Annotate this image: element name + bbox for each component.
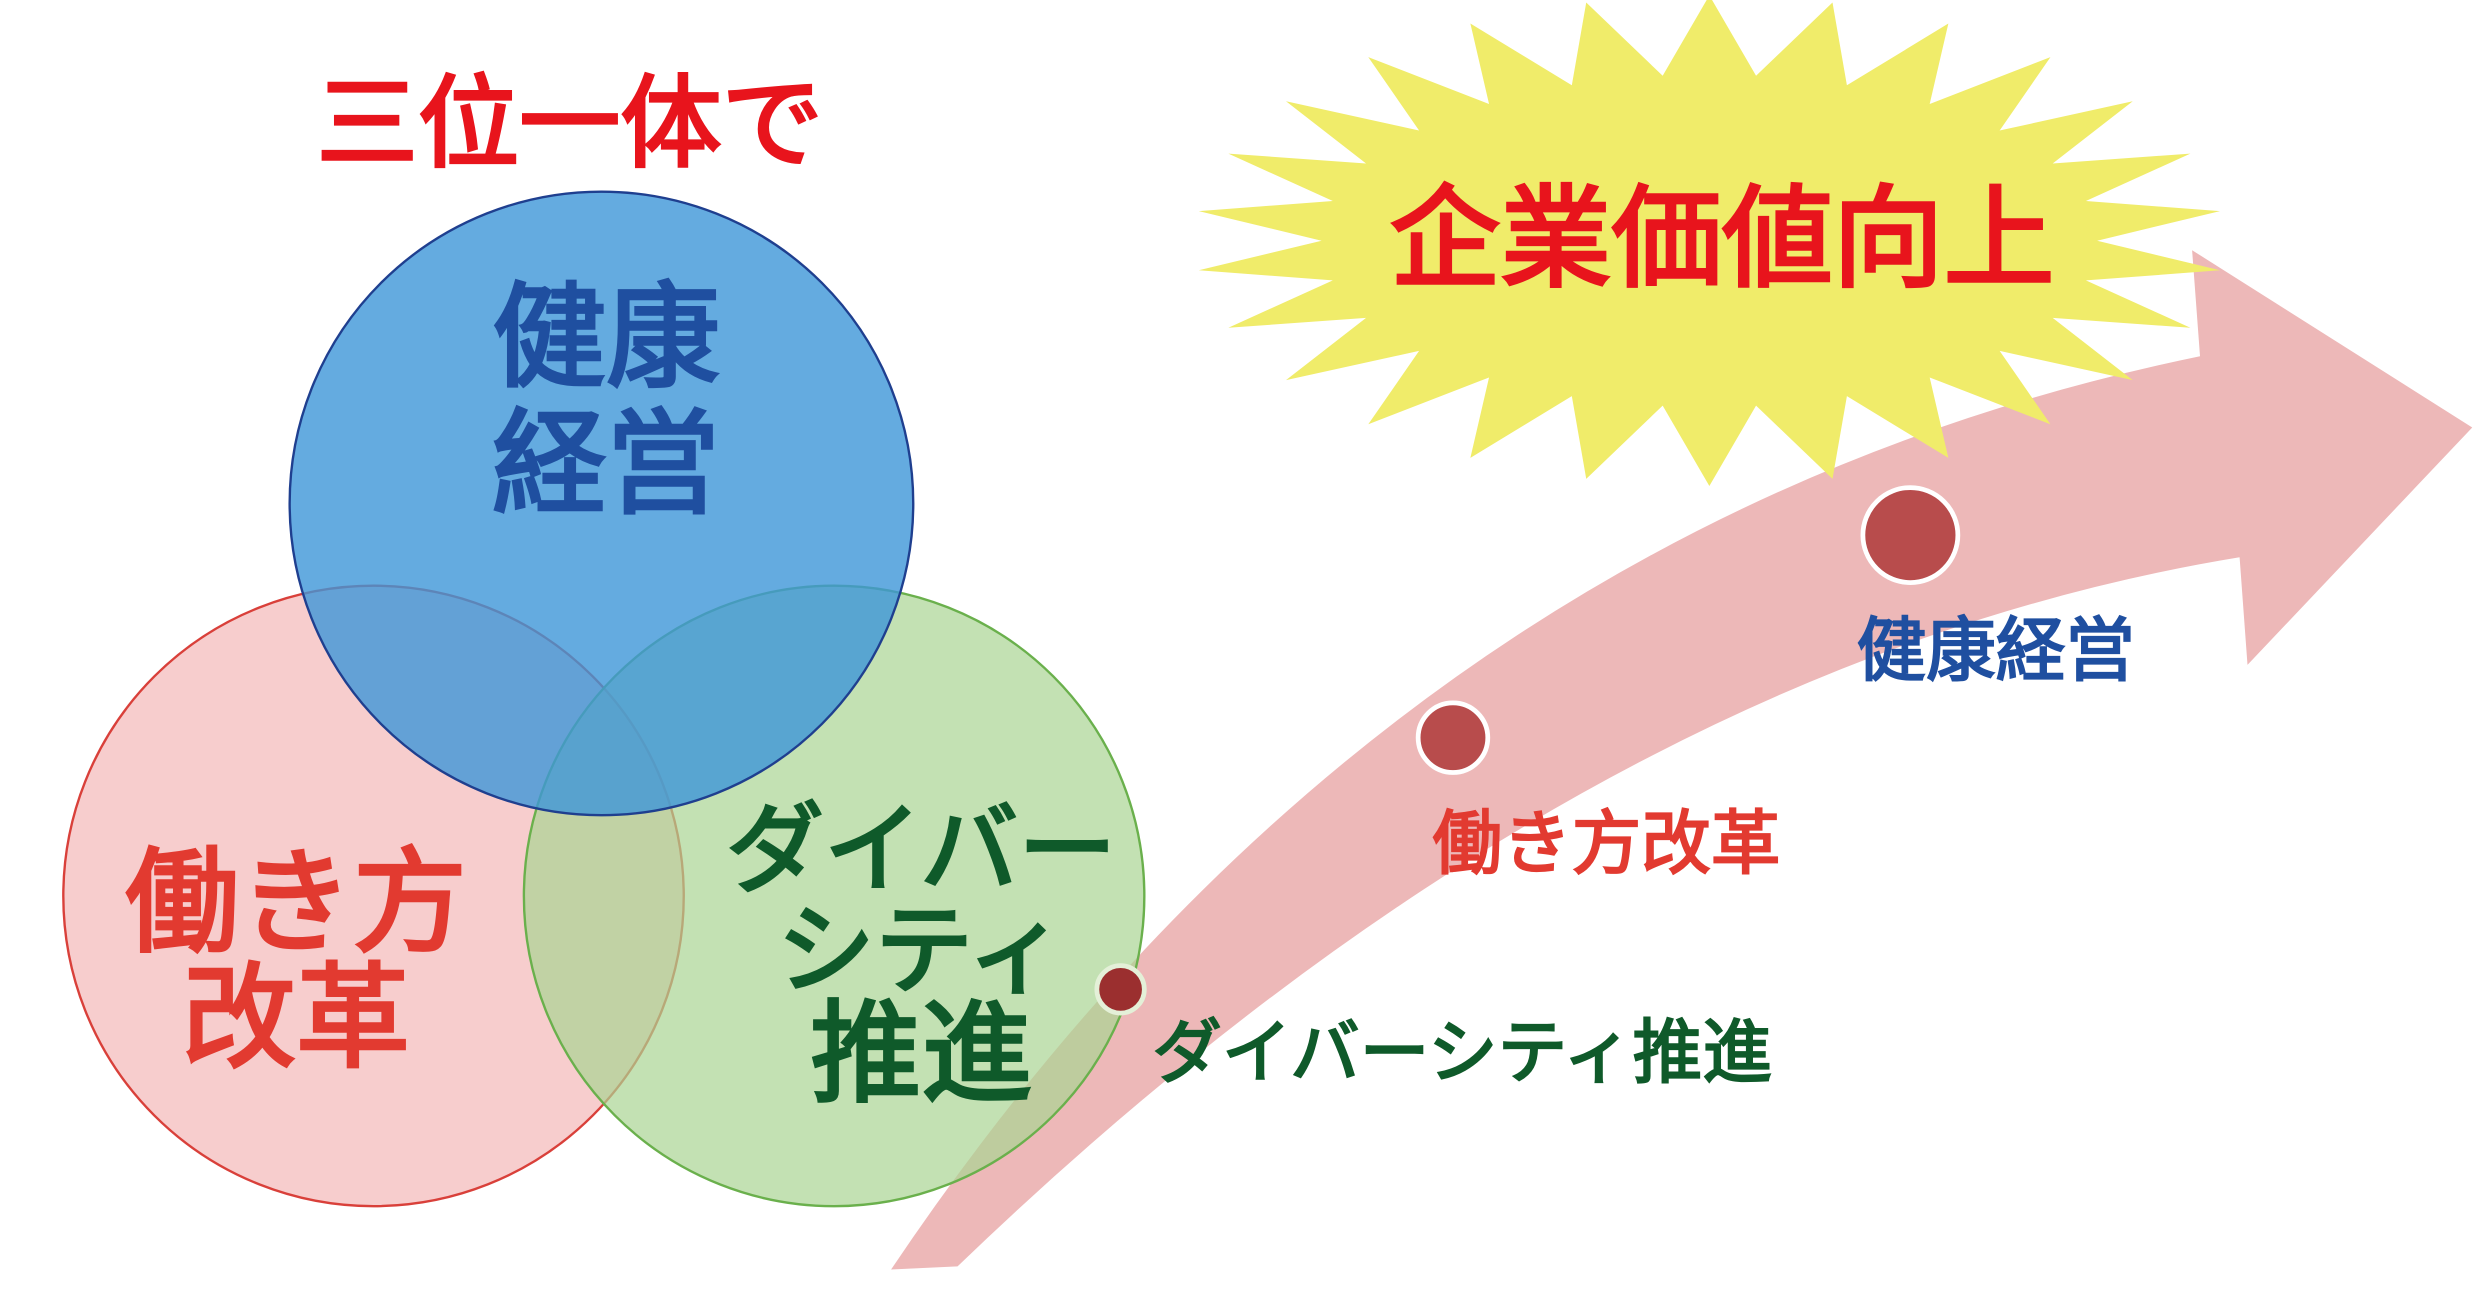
work-circle-line2: 改革 xyxy=(182,951,410,1084)
growth-arrow xyxy=(891,250,2473,1270)
arrow-label-work: 働き方改革 xyxy=(1432,803,1780,884)
health-circle xyxy=(288,190,915,817)
diversity-milestone-dot xyxy=(1094,963,1147,1016)
health-circle-line2: 経営 xyxy=(492,397,720,530)
arrow-label-health: 健康経営 xyxy=(1857,610,2136,691)
work-circle-line1: 働き方 xyxy=(125,836,467,969)
arrow-label-diversity: ダイバーシティ推進 xyxy=(1152,1012,1772,1093)
diversity-circle-line2: シティ xyxy=(777,895,1066,1009)
work-milestone-dot xyxy=(1415,700,1491,775)
page-title: 三位一体で xyxy=(317,64,823,182)
diversity-circle-line3: 推進 xyxy=(810,990,1032,1119)
diversity-circle-line1: ダイバー xyxy=(726,793,1117,907)
health-circle-line1: 健康 xyxy=(492,271,720,404)
health-milestone-dot xyxy=(1860,485,1961,585)
starburst-shape xyxy=(1198,0,2220,487)
goal-label: 企業価値向上 xyxy=(1390,175,2055,304)
